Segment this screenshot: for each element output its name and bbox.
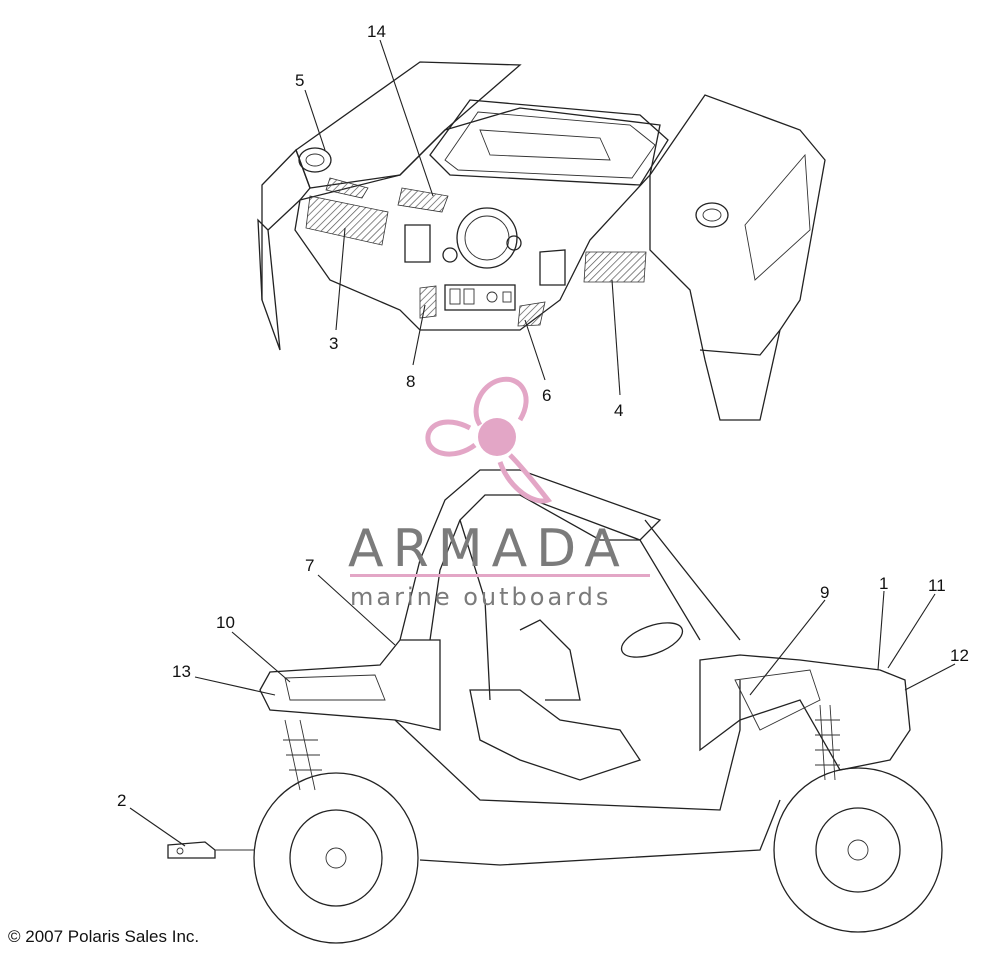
part-2-bracket: [167, 841, 216, 859]
callout-14: 14: [367, 22, 386, 41]
vehicle-assembly: [167, 469, 943, 944]
dashboard-assembly: [257, 61, 826, 421]
callout-2: 2: [117, 791, 126, 810]
callout-12: 12: [950, 646, 969, 665]
decal-4: [583, 251, 647, 283]
decal-14: [397, 187, 449, 213]
callout-6: 6: [542, 386, 551, 405]
watermark-tagline: marine outboards: [350, 583, 611, 611]
callout-10: 10: [216, 613, 235, 632]
copyright-notice: © 2007 Polaris Sales Inc.: [8, 927, 200, 946]
callout-4: 4: [614, 401, 623, 420]
decal-6: [517, 301, 546, 327]
callout-8: 8: [406, 372, 415, 391]
decal-3: [305, 195, 389, 246]
watermark-rule: [350, 574, 650, 577]
callout-1: 1: [879, 574, 888, 593]
decal-8: [419, 285, 437, 319]
callout-9: 9: [820, 583, 829, 602]
callout-5: 5: [295, 71, 304, 90]
callout-13: 13: [172, 662, 191, 681]
watermark: ARMADA marine outboards: [348, 376, 650, 611]
callout-7: 7: [305, 556, 314, 575]
callouts: 14 5 3 8 6 4 7 10 13 2 9 1 11 12: [117, 22, 969, 810]
propeller-logo-icon: [425, 376, 553, 504]
decal-5-area: [325, 177, 369, 199]
watermark-brand: ARMADA: [348, 519, 629, 579]
leader-lines: [129, 39, 956, 847]
callout-3: 3: [329, 334, 338, 353]
callout-11: 11: [928, 576, 946, 595]
